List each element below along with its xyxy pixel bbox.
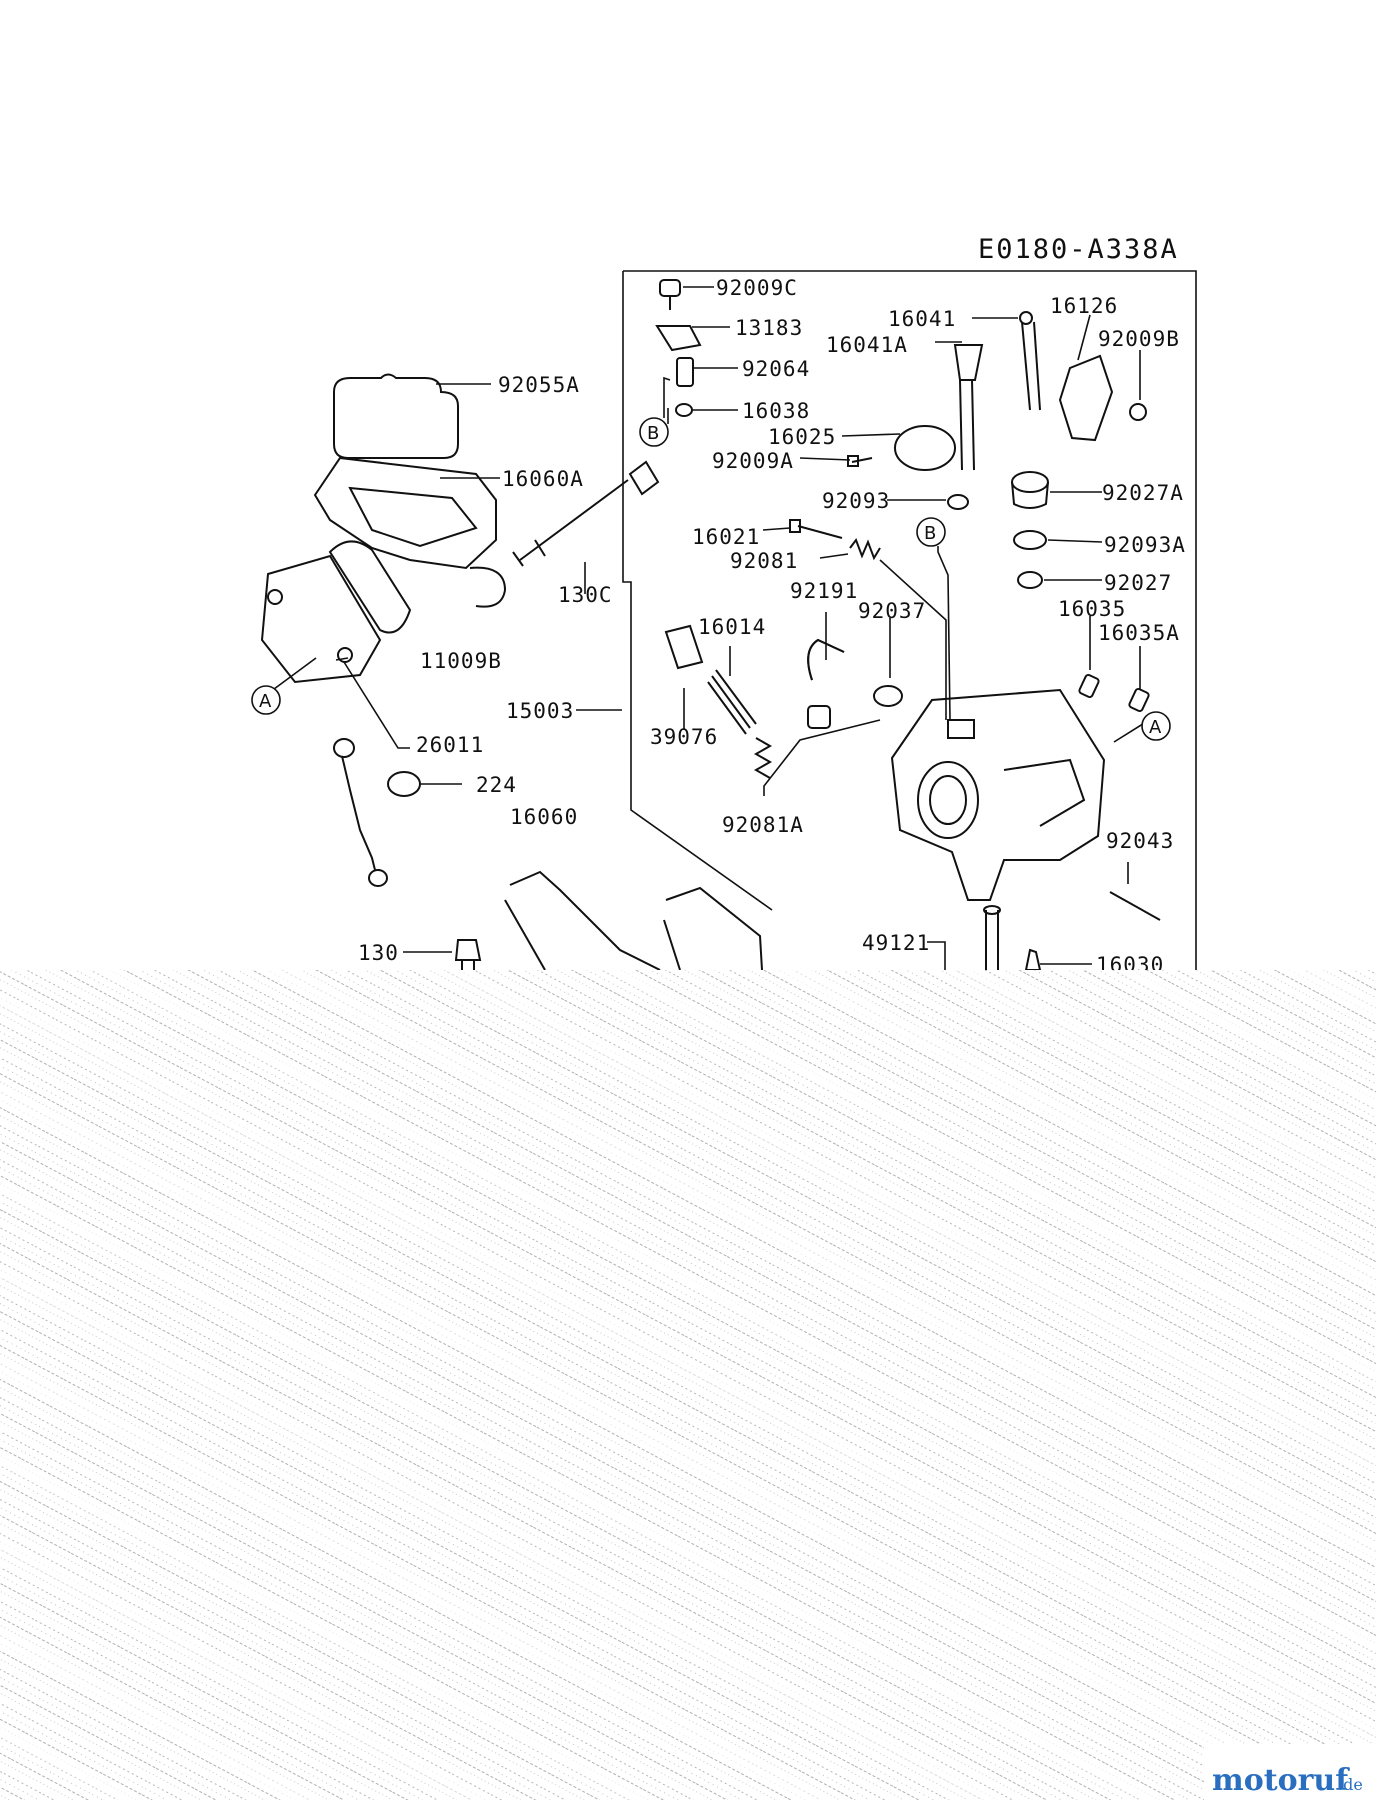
label-16025: 16025 (768, 425, 836, 449)
label-16126: 16126 (1050, 294, 1118, 318)
label-49121: 49121 (862, 931, 930, 955)
screw-16035a (1128, 687, 1150, 713)
label-92093a: 92093A (1104, 533, 1186, 557)
label-16035a: 16035A (1098, 621, 1180, 645)
label-224: 224 (476, 773, 517, 797)
svg-text:B: B (647, 423, 659, 444)
watermark: motoruf .de (1204, 1744, 1376, 1800)
label-92081: 92081 (730, 549, 798, 573)
jet-92064 (676, 357, 694, 387)
label-92037: 92037 (858, 599, 926, 623)
bracket-16060 (504, 870, 661, 971)
valve-16025 (894, 425, 956, 471)
label-16060: 16060 (510, 805, 578, 829)
solenoid-16014 (707, 669, 757, 735)
label-130c: 130C (558, 583, 613, 607)
label-92055a: 92055A (498, 373, 580, 397)
carburetor-body-15003 (890, 688, 1106, 901)
label-16035: 16035 (1058, 597, 1126, 621)
label-16014: 16014 (698, 615, 766, 639)
bolt-224 (387, 771, 421, 797)
label-11009b: 11009B (420, 649, 502, 673)
callout-a-left: A (251, 685, 281, 715)
leader-lines (269, 286, 1147, 970)
svg-text:A: A (1149, 717, 1162, 738)
label-16041: 16041 (888, 307, 956, 331)
callout-b-mid: B (916, 517, 946, 547)
float-pin-49121 (983, 905, 1001, 970)
label-92009b: 92009B (1098, 327, 1180, 351)
bolt-130c (512, 460, 660, 567)
label-130: 130 (358, 941, 399, 965)
label-16038: 16038 (742, 399, 810, 423)
spring-92081a (753, 737, 773, 779)
label-13183: 13183 (735, 316, 803, 340)
label-92191: 92191 (790, 579, 858, 603)
label-92027a: 92027A (1102, 481, 1184, 505)
label-92009c: 92009C (716, 276, 798, 300)
svg-text:B: B (924, 523, 936, 544)
gasket-92055a (333, 373, 459, 459)
watermark-brand: motoruf (1212, 1763, 1350, 1798)
screw-16021 (789, 519, 843, 539)
hose-92191 (807, 638, 845, 729)
callout-b-top: B (639, 417, 669, 447)
corrupted-scan-region (0, 970, 1376, 1800)
watermark-suffix: .de (1338, 1775, 1363, 1794)
label-92027: 92027 (1104, 571, 1172, 595)
svg-text:A: A (259, 691, 272, 712)
screw-16035 (1078, 673, 1100, 699)
pin-92043 (1109, 891, 1161, 921)
float-bowl-cover-16060a (260, 456, 507, 684)
kit-frame (622, 270, 1197, 970)
wire-26011 (333, 738, 388, 887)
oring-16038 (675, 403, 693, 417)
cap-92027a (1011, 471, 1049, 509)
diagram-code: E0180-A338A (978, 234, 1179, 265)
label-92009a: 92009A (712, 449, 794, 473)
label-92081a: 92081A (722, 813, 804, 837)
connector-39076 (664, 624, 704, 670)
label-92064: 92064 (742, 357, 810, 381)
spring-92081 (849, 537, 881, 561)
clamp-92037 (873, 685, 903, 707)
shaft-16126 (1019, 311, 1041, 411)
seal-92093a (1013, 530, 1047, 550)
gasket-lower (663, 886, 763, 971)
clip-13183 (655, 325, 702, 352)
part-labels: 92009C 13183 92064 16038 16041 16126 160… (358, 276, 1186, 977)
washer-92093 (947, 494, 969, 510)
screw-92009a (847, 455, 873, 467)
needle-16030 (1024, 948, 1042, 971)
label-39076: 39076 (650, 725, 718, 749)
screw-92009c (659, 279, 681, 310)
callout-a-right: A (1141, 711, 1171, 741)
shaft-16041 (953, 344, 984, 471)
bolt-130 (454, 939, 482, 970)
label-16041a: 16041A (826, 333, 908, 357)
label-16021: 16021 (692, 525, 760, 549)
label-15003: 15003 (506, 699, 574, 723)
cap-92027 (1017, 571, 1043, 589)
label-92093: 92093 (822, 489, 890, 513)
label-16060a: 16060A (502, 467, 584, 491)
plate-92009b (1058, 354, 1147, 442)
label-26011: 26011 (416, 733, 484, 757)
label-92043: 92043 (1106, 829, 1174, 853)
